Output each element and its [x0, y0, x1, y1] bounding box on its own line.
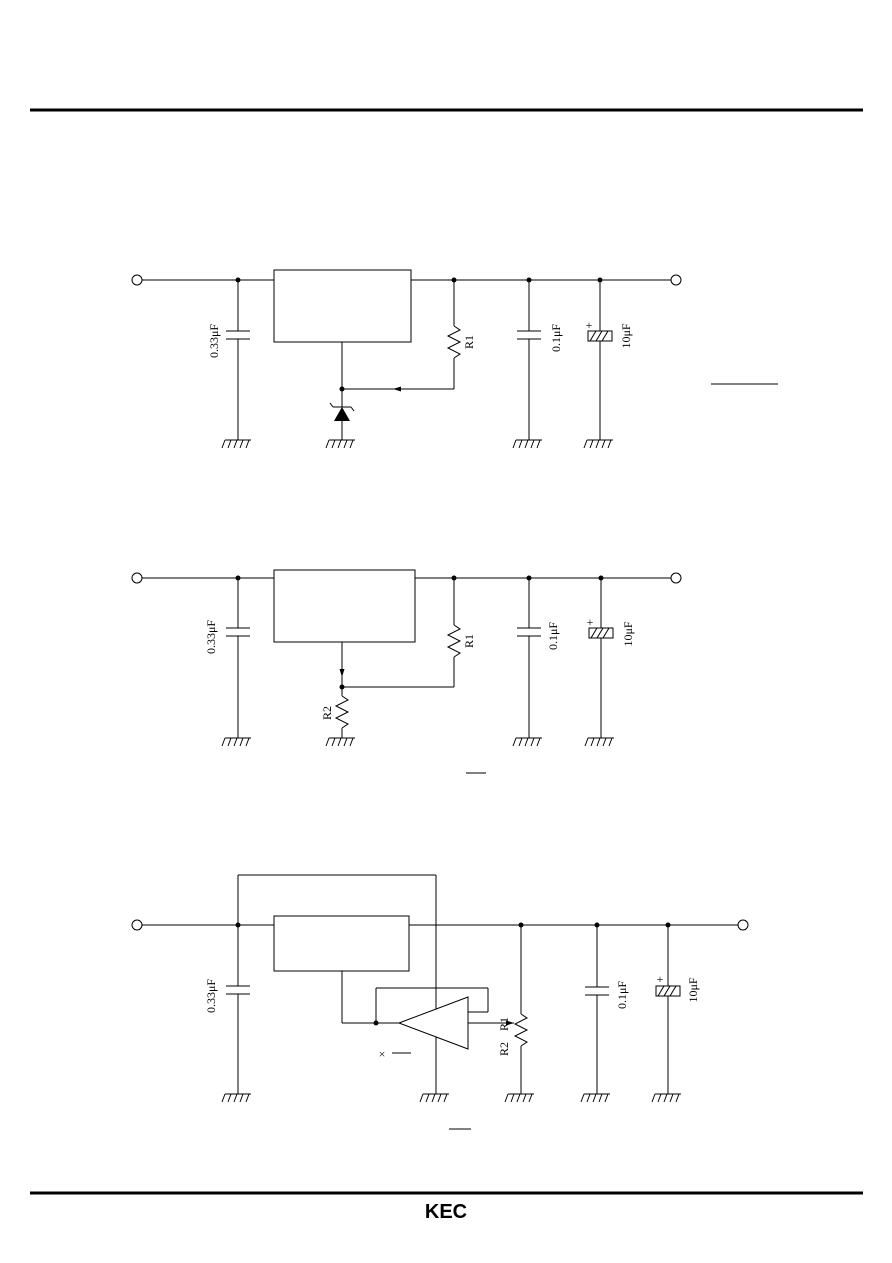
- resistor-r1-icon: [446, 325, 462, 359]
- circuit-2: 0.33μF R2 R1 0.1μF + 10μF: [131, 569, 682, 774]
- r1-label: R1: [462, 634, 476, 648]
- circuit-1: 0.33μF R1 0.1μF + 10μF: [131, 269, 778, 449]
- output-cap1-label: 0.1μF: [615, 981, 629, 1009]
- r2-label: R2: [320, 706, 334, 720]
- input-cap-label: 0.33μF: [204, 979, 218, 1013]
- r2-label: R2: [497, 1042, 511, 1056]
- regulator-ic-box: [273, 569, 416, 643]
- potentiometer-icon: [513, 1013, 529, 1047]
- output-cap2-label: 10μF: [621, 621, 635, 646]
- multiply-mark: ×: [379, 1047, 386, 1061]
- output-cap2-label: 10μF: [619, 323, 633, 348]
- op-amp-icon: [397, 996, 469, 1050]
- electrolytic-cap-icon: [588, 627, 614, 639]
- input-cap-label: 0.33μF: [207, 324, 221, 358]
- output-cap1-label: 0.1μF: [549, 324, 563, 352]
- output-terminal: [670, 274, 682, 286]
- plus-mark: +: [657, 972, 664, 986]
- output-cap1-label: 0.1μF: [546, 622, 560, 650]
- kec-logo: KEC: [425, 1201, 467, 1223]
- input-terminal: [131, 274, 143, 286]
- electrolytic-cap-icon: [655, 985, 681, 997]
- plus-mark: +: [586, 318, 593, 332]
- regulator-ic-box: [273, 915, 410, 972]
- r1-label: R1: [462, 335, 476, 349]
- input-terminal: [131, 919, 143, 931]
- output-cap2-label: 10μF: [686, 977, 700, 1002]
- input-capacitor: [221, 280, 252, 449]
- resistor-r2-icon: [334, 695, 350, 729]
- output-terminal: [737, 919, 749, 931]
- regulator-ic-box: [273, 269, 412, 343]
- output-terminal: [670, 572, 682, 584]
- zener-diode-icon: [334, 407, 350, 421]
- input-cap-label: 0.33μF: [204, 620, 218, 654]
- input-terminal: [131, 572, 143, 584]
- circuit-3: 0.33μF × R1 R2 0.1μF: [131, 874, 749, 1130]
- electrolytic-cap-icon: [587, 330, 613, 342]
- plus-mark: +: [587, 615, 594, 629]
- resistor-r1-icon: [446, 624, 462, 658]
- r1-label: R1: [497, 1017, 511, 1031]
